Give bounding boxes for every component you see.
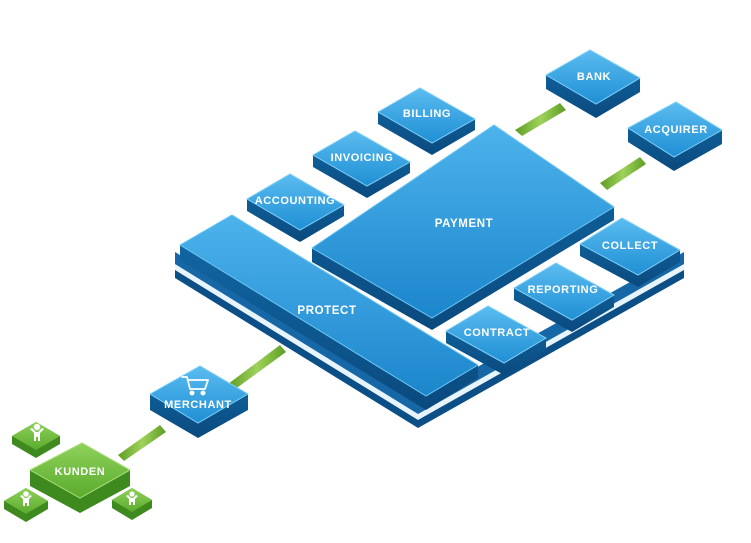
connector-acquirer xyxy=(600,157,646,190)
label-acquirer: ACQUIRER xyxy=(644,124,707,136)
block-reporting[interactable] xyxy=(512,262,616,332)
label-accounting: ACCOUNTING xyxy=(255,195,336,207)
connector-kunden xyxy=(118,425,166,461)
label-collect: COLLECT xyxy=(602,240,658,252)
label-payment: PAYMENT xyxy=(435,218,494,230)
connectors xyxy=(118,103,646,461)
block-invoicing[interactable] xyxy=(311,130,412,198)
block-payment[interactable] xyxy=(311,124,615,330)
shopping-cart-icon xyxy=(181,376,209,396)
node-bank[interactable] xyxy=(544,49,642,118)
label-merchant: MERCHANT xyxy=(164,399,232,411)
labels: BANK ACQUIRER BILLING INVOICING ACCOUNTI… xyxy=(55,71,707,478)
label-kunden: KUNDEN xyxy=(55,466,106,478)
block-protect[interactable] xyxy=(179,214,479,410)
block-billing[interactable] xyxy=(376,87,477,155)
label-billing: BILLING xyxy=(403,108,451,120)
label-protect: PROTECT xyxy=(297,305,356,317)
node-acquirer[interactable] xyxy=(627,101,723,171)
customer-tile-left xyxy=(4,488,48,522)
person-icon xyxy=(126,491,138,505)
connector-merchant xyxy=(228,345,286,390)
label-contract: CONTRACT xyxy=(464,327,531,339)
block-collect[interactable] xyxy=(578,217,682,287)
person-icon xyxy=(20,491,32,506)
node-kunden[interactable] xyxy=(28,442,132,513)
block-contract[interactable] xyxy=(444,305,548,375)
label-bank: BANK xyxy=(577,71,611,83)
label-invoicing: INVOICING xyxy=(331,152,394,164)
label-reporting: REPORTING xyxy=(528,284,599,296)
block-accounting[interactable] xyxy=(246,173,346,242)
person-icon xyxy=(30,423,44,441)
node-merchant[interactable] xyxy=(149,365,249,438)
connector-bank xyxy=(515,103,566,136)
